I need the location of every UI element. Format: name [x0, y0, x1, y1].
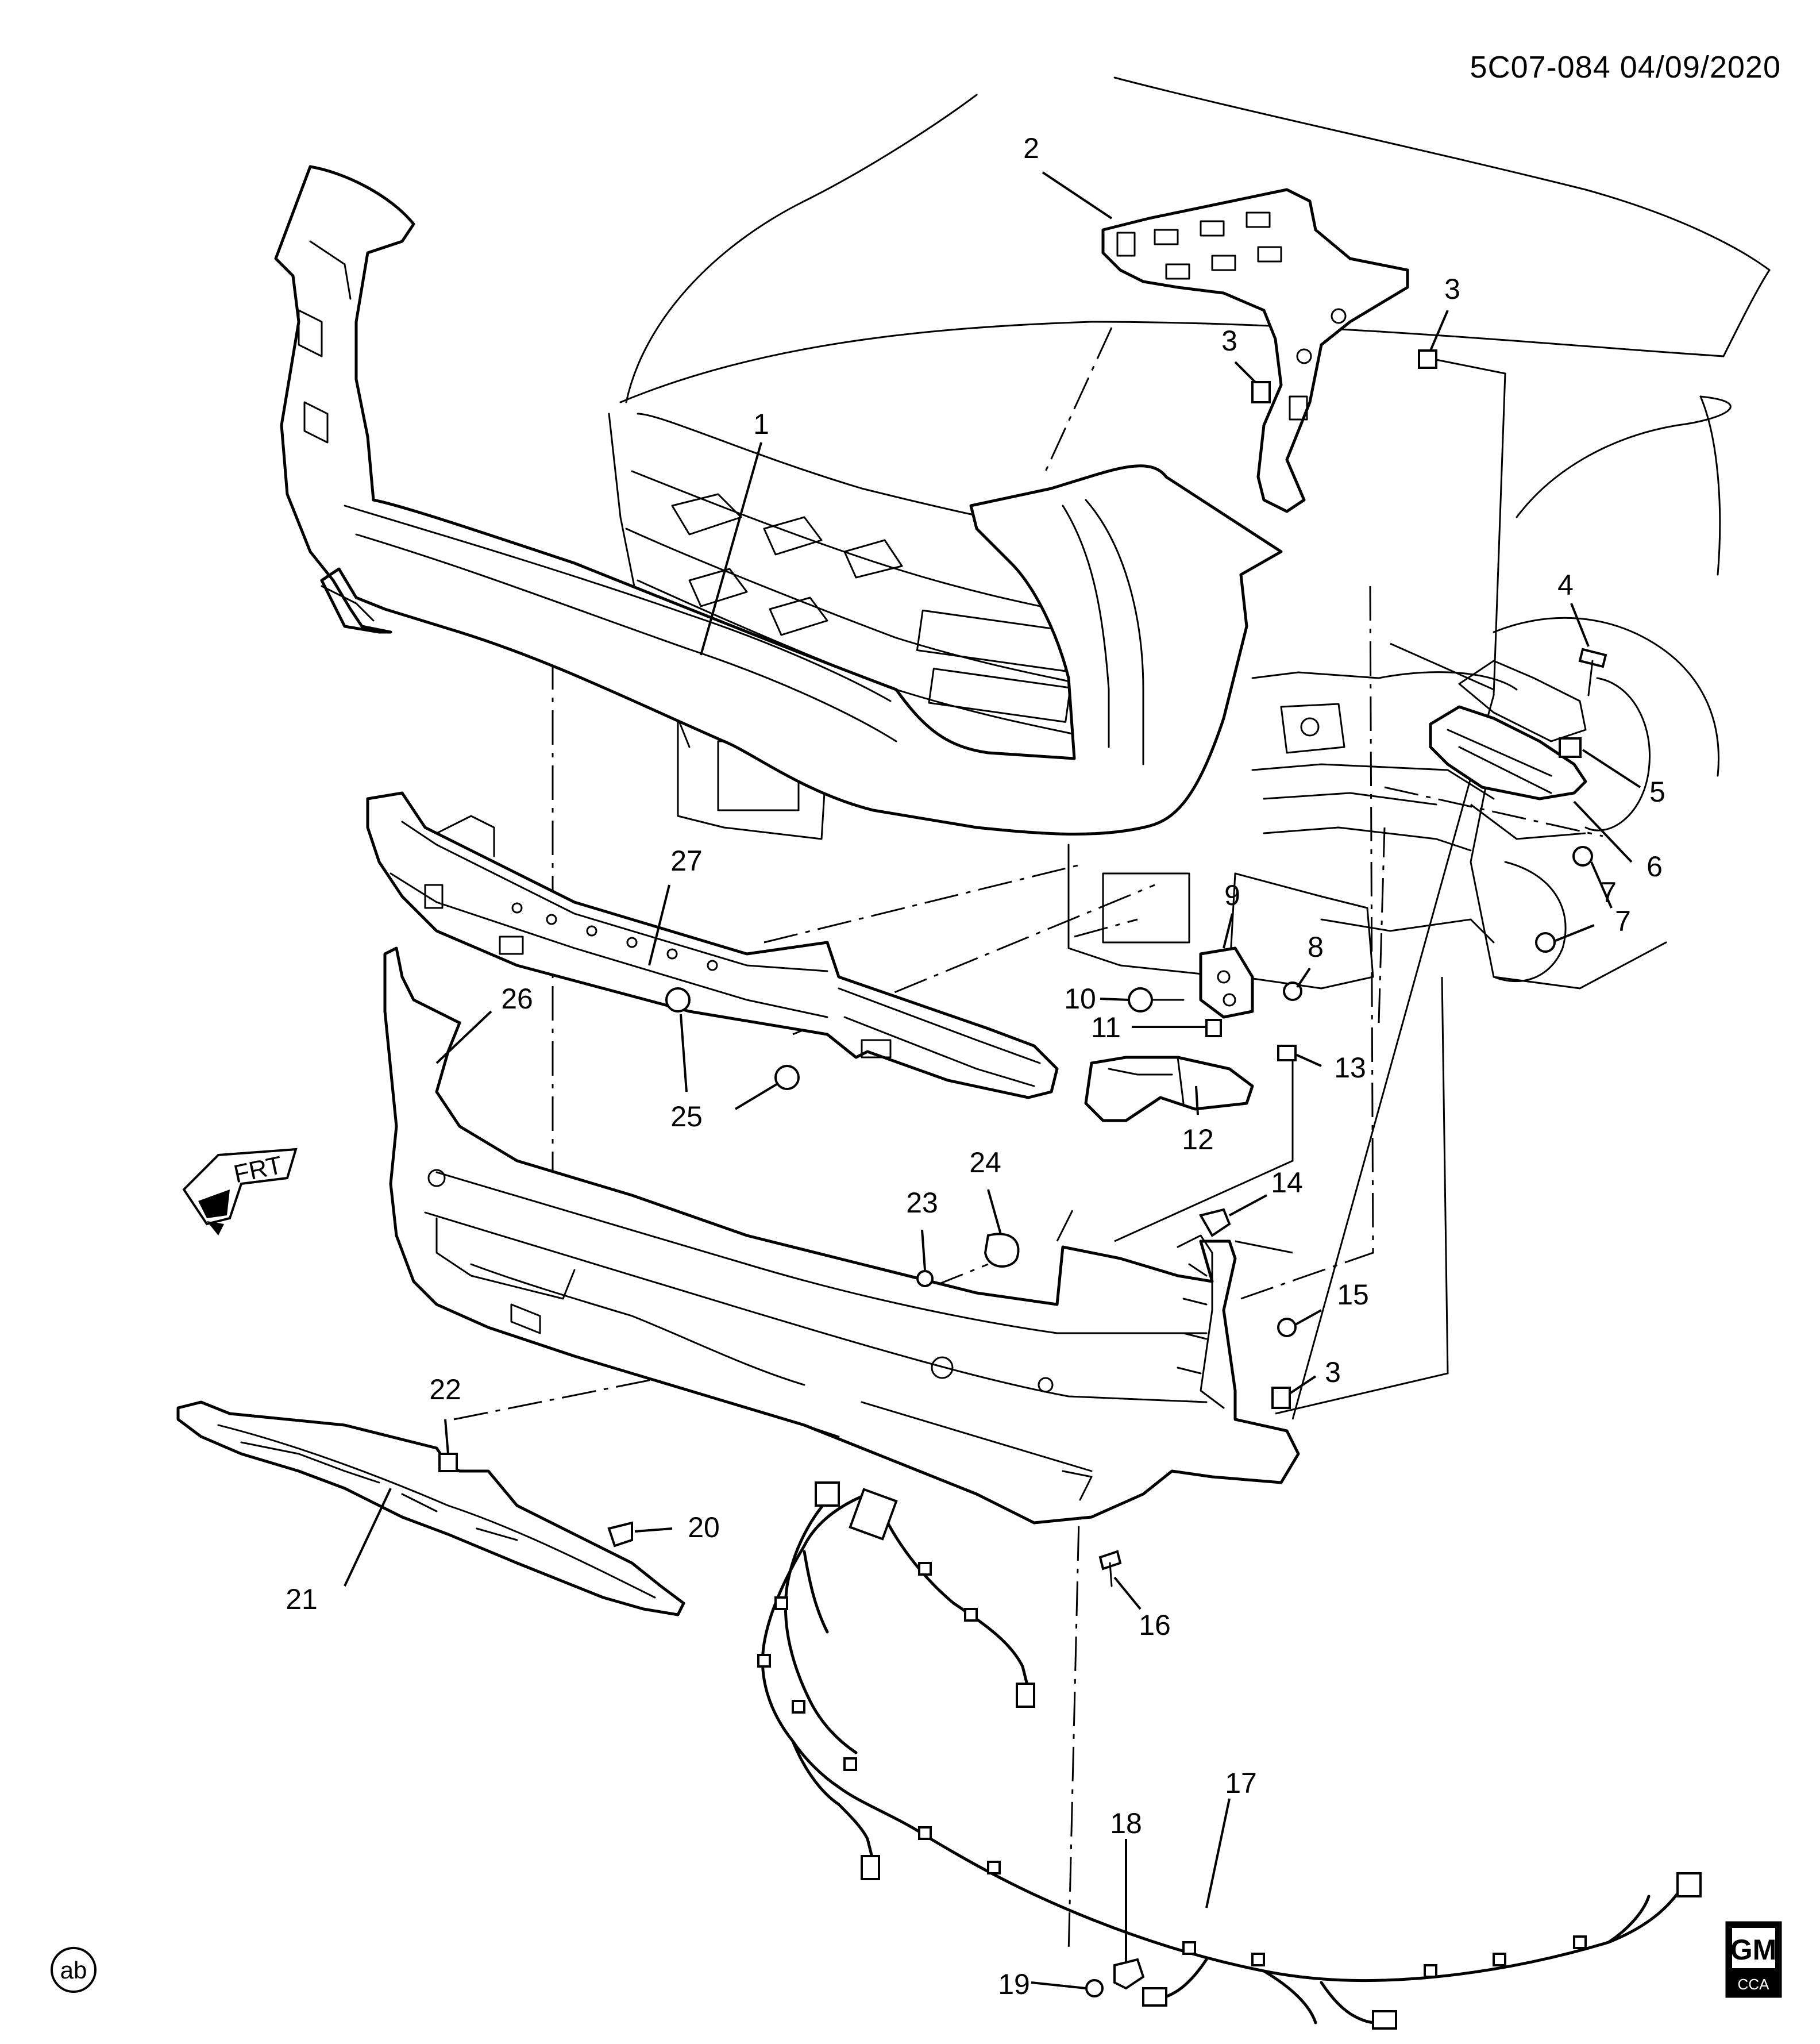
- gm-logo-sub: CCA: [1738, 1976, 1770, 1993]
- callout-12: 12: [1182, 1123, 1214, 1156]
- callout-13: 13: [1334, 1052, 1366, 1084]
- leader-lines: [344, 171, 1641, 1989]
- part-side-support: [1458, 660, 1587, 742]
- callout-21: 21: [286, 1583, 318, 1615]
- callout-5: 5: [1649, 776, 1665, 808]
- callout-8: 8: [1308, 931, 1324, 963]
- corner-badge-label: ab: [60, 1957, 87, 1984]
- part-21-lower-trim: [176, 1400, 685, 1616]
- fastener-3-b: [1418, 349, 1437, 369]
- callout-6: 6: [1647, 850, 1663, 883]
- callout-14: 14: [1271, 1167, 1303, 1199]
- part-6-side-bracket: [1429, 705, 1587, 800]
- callout-9: 9: [1224, 879, 1240, 911]
- callout-20: 20: [688, 1511, 720, 1543]
- fasteners: [438, 349, 1607, 1997]
- callout-2: 2: [1023, 132, 1039, 164]
- part-2-bracket: [1101, 188, 1409, 513]
- callout-26: 26: [501, 983, 533, 1015]
- callout-25: 25: [670, 1100, 703, 1133]
- part-9-bracket: [1199, 946, 1254, 1019]
- corner-badge: ab: [51, 1947, 97, 1993]
- callout-23: 23: [906, 1187, 938, 1219]
- callout-3-b: 3: [1444, 273, 1460, 305]
- callout-17: 17: [1225, 1767, 1257, 1799]
- part-17-wiring-harness: [757, 1481, 1702, 2030]
- part-1-upper-fascia: [274, 165, 1283, 836]
- callout-11: 11: [1091, 1011, 1121, 1044]
- callout-19: 19: [998, 1968, 1030, 2000]
- callout-22: 22: [429, 1373, 461, 1406]
- callout-15: 15: [1337, 1279, 1369, 1311]
- callout-7-b: 7: [1615, 905, 1631, 937]
- gm-logo-main: GM: [1730, 1934, 1777, 1966]
- diagram-code-date: 5C07-084 04/09/2020: [1470, 50, 1781, 84]
- callout-labels: 1 2 3 3 3 4 5 6 7 7 8 9 10 11 12 13 14 1…: [286, 132, 1665, 2000]
- fastener-3-a: [1251, 381, 1271, 403]
- part-26-lower-fascia: [383, 946, 1300, 1525]
- callout-16: 16: [1139, 1609, 1171, 1641]
- callout-4: 4: [1557, 569, 1574, 601]
- callout-18: 18: [1110, 1807, 1142, 1839]
- front-direction-arrow-icon: FRT: [182, 1148, 298, 1235]
- callout-1: 1: [753, 408, 769, 440]
- callout-3-a: 3: [1221, 325, 1237, 357]
- callout-10: 10: [1064, 983, 1096, 1015]
- part-27-impact-bar: [366, 791, 1059, 1099]
- gm-logo: GM CCA: [1725, 1921, 1782, 1998]
- callout-24: 24: [969, 1146, 1001, 1179]
- callout-3-c: 3: [1325, 1356, 1341, 1388]
- callout-27: 27: [670, 845, 703, 877]
- part-12-bracket: [1084, 1056, 1254, 1122]
- callout-7-a: 7: [1601, 876, 1617, 909]
